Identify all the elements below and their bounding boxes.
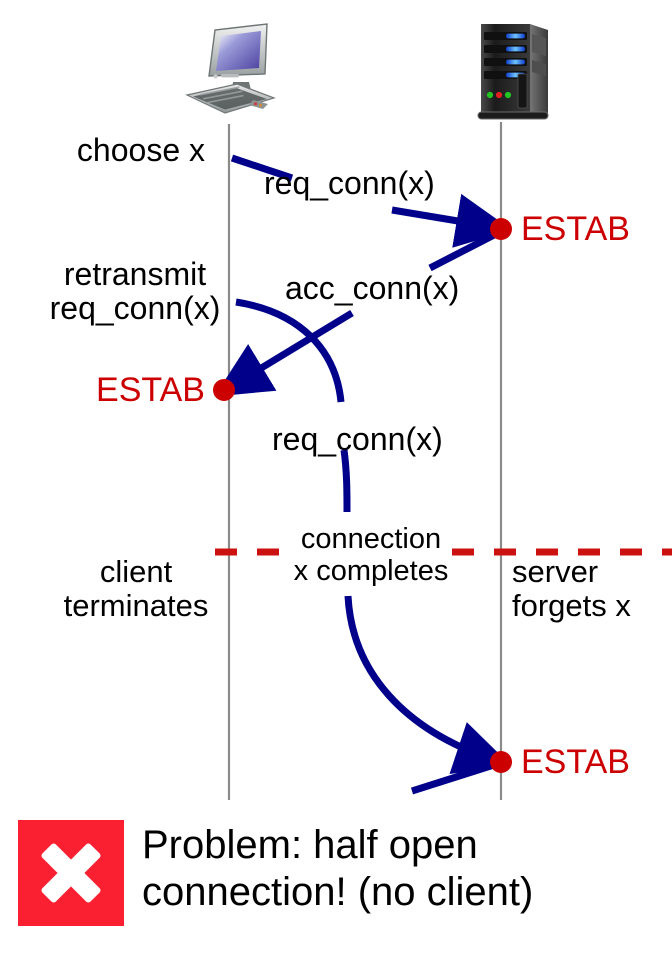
label-client-terminates-line2: terminates (63, 588, 209, 623)
label-choose-x: choose x (76, 132, 205, 168)
label-client-terminates-line1: client (99, 554, 173, 589)
red-x-icon (18, 820, 124, 926)
label-retransmit-message: req_conn(x) (49, 290, 221, 326)
problem-banner: Problem: half open connection! (no clien… (18, 820, 658, 926)
state-dot-server-1 (490, 218, 512, 240)
label-req-conn-2: req_conn(x) (272, 421, 443, 457)
label-req-conn-1: req_conn(x) (264, 165, 435, 201)
label-x-completes: x completes (293, 555, 449, 587)
state-dot-client (213, 379, 235, 401)
label-retransmit: retransmit (63, 256, 207, 292)
server-tower-icon (468, 16, 564, 128)
arrow-acc-conn (214, 230, 498, 397)
state-label-server-estab-1: ESTAB (521, 210, 630, 248)
label-server-forgets-line2: forgets x (512, 588, 631, 623)
state-label-server-estab-2: ESTAB (521, 743, 630, 781)
label-acc-conn: acc_conn(x) (285, 270, 460, 306)
label-connection: connection (300, 523, 442, 555)
desktop-computer-icon (175, 18, 285, 126)
problem-text: Problem: half open connection! (no clien… (142, 823, 534, 915)
state-label-client-estab: ESTAB (96, 371, 205, 409)
state-dot-server-2 (490, 751, 512, 773)
label-server-forgets-line1: server (512, 554, 599, 589)
